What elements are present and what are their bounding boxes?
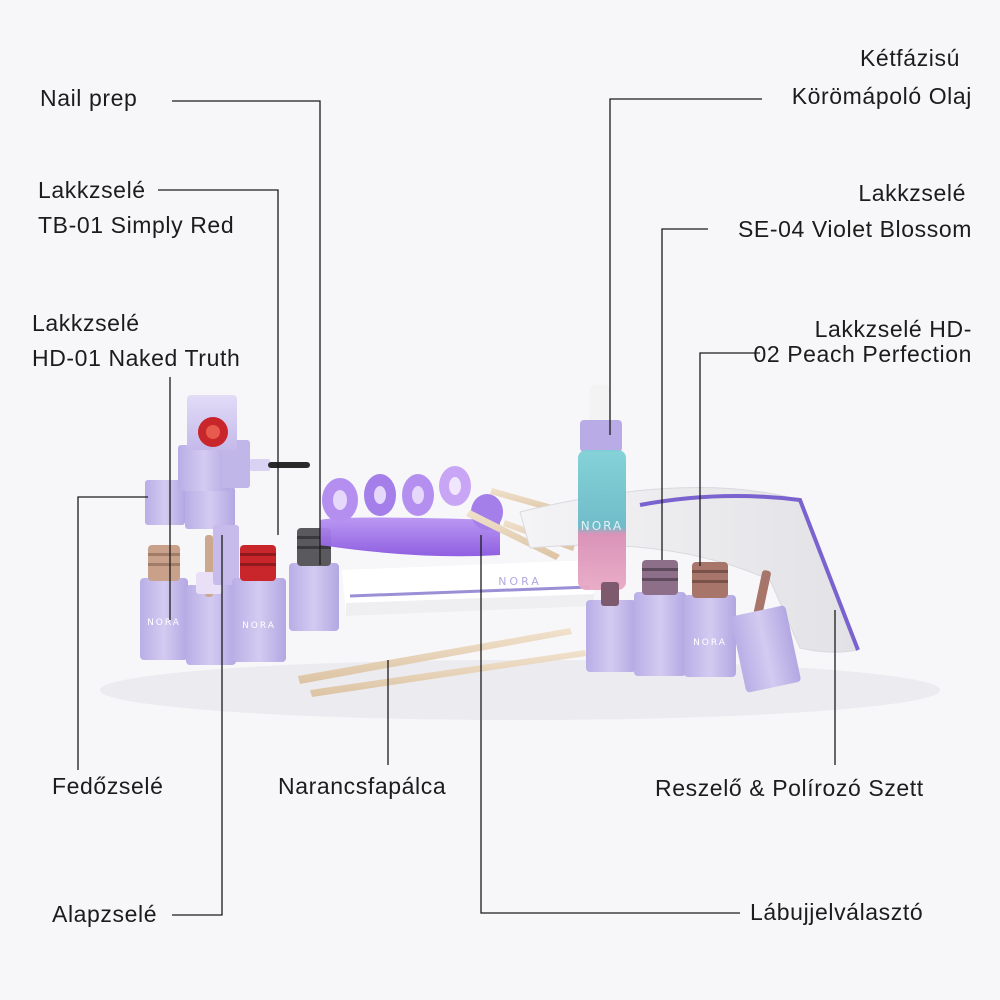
leader-peach: [699, 352, 760, 566]
label-toe-separator: Lábujjelválasztó: [750, 899, 924, 925]
gel-bottle-front: [586, 582, 636, 672]
leader-cuticle-oil: [609, 98, 762, 435]
leader-nail-prep: [172, 100, 321, 565]
label-cuticle-oil-line2: Körömápoló Olaj: [791, 83, 972, 109]
nail-prep-bottle: [289, 528, 339, 631]
label-naked-truth-line1: Lakkzselé: [32, 310, 140, 336]
label-violet-blossom-line2: SE-04 Violet Blossom: [737, 216, 972, 242]
label-peach-line2: 02 Peach Perfection: [753, 341, 972, 367]
label-simply-red-line2: TB-01 Simply Red: [38, 212, 235, 238]
cuticle-oil-bottle: NORA: [578, 385, 626, 590]
gel-bottle-simply-red: NORA: [232, 545, 286, 662]
svg-text:NORA: NORA: [147, 618, 181, 628]
buffer-block: NORA: [342, 560, 594, 616]
gel-bottle-peach: NORA: [684, 562, 801, 693]
svg-text:NORA: NORA: [693, 638, 727, 648]
label-cuticle-oil-line1: Kétfázisú: [859, 45, 960, 71]
svg-text:NORA: NORA: [242, 621, 276, 631]
orange-sticks-front: [298, 628, 586, 697]
svg-text:NORA: NORA: [581, 519, 623, 533]
leader-base-coat: [172, 535, 223, 916]
leader-top-coat: [77, 496, 148, 770]
leader-lines: [77, 98, 836, 916]
label-file-buffer-set: Reszelő & Polírozó Szett: [655, 775, 924, 801]
svg-text:NORA: NORA: [498, 575, 542, 588]
label-violet-blossom-line1: Lakkzselé: [858, 180, 966, 206]
leader-simply-red: [158, 189, 279, 535]
label-simply-red-line1: Lakkzselé: [38, 177, 146, 203]
label-naked-truth-line2: HD-01 Naked Truth: [32, 345, 241, 371]
floor-shadow: [100, 660, 940, 720]
leader-toe-separator: [480, 535, 740, 914]
label-top-coat: Fedőzselé: [52, 773, 164, 799]
gel-bottle-top-coat: [186, 525, 239, 665]
toe-separator: [320, 466, 503, 557]
label-nail-prep: Nail prep: [40, 85, 138, 111]
label-base-coat: Alapzselé: [52, 901, 158, 927]
leader-violet-blossom: [661, 228, 708, 560]
label-orange-stick: Narancsfapálca: [278, 773, 447, 799]
gel-bottle-naked-truth: NORA: [140, 545, 188, 660]
label-peach-line1: Lakkzselé HD-: [814, 316, 972, 342]
gel-bottle-violet-blossom: [634, 560, 686, 676]
